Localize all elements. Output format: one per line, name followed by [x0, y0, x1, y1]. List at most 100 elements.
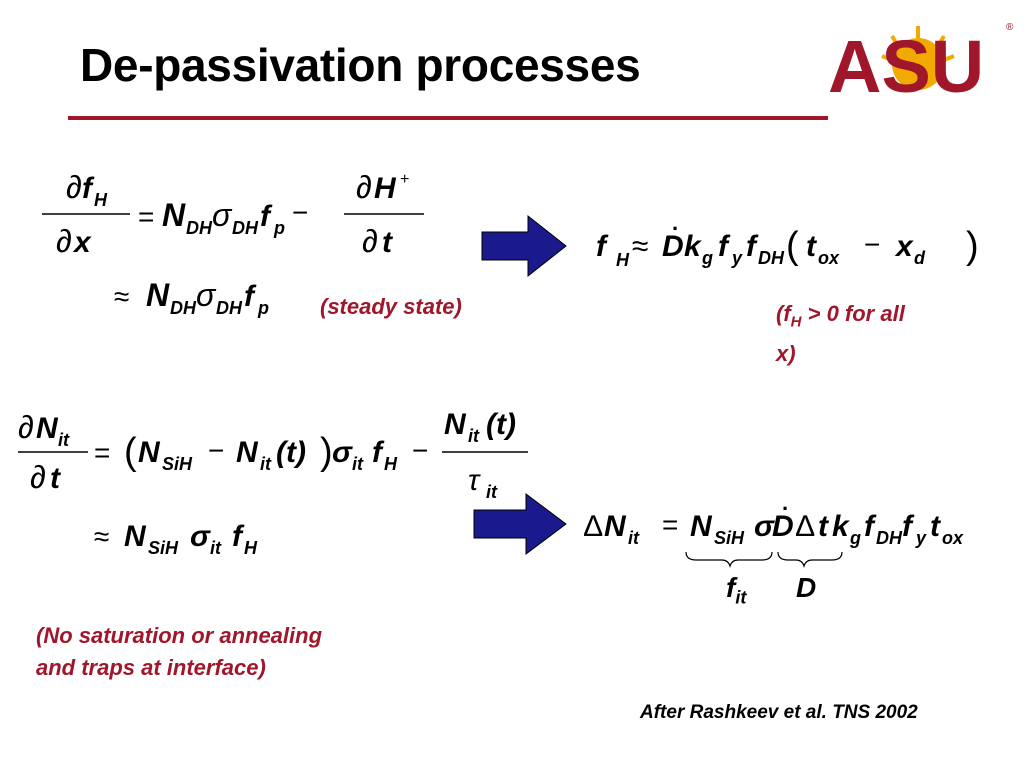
svg-text:≈: ≈: [632, 230, 648, 263]
svg-text:it: it: [210, 538, 222, 558]
svg-text:(t): (t): [486, 408, 516, 441]
brace-label-fit-sub: it: [735, 587, 747, 608]
svg-text:it: it: [486, 482, 498, 502]
svg-text:f: f: [232, 520, 245, 553]
svg-text:=: =: [662, 509, 678, 540]
svg-text:∂: ∂: [362, 223, 378, 259]
svg-text:N: N: [138, 436, 161, 469]
svg-text:=: =: [138, 201, 154, 232]
svg-text:−: −: [864, 229, 880, 260]
svg-text:σ: σ: [212, 197, 233, 233]
svg-text:SiH: SiH: [148, 538, 179, 558]
svg-text:it: it: [58, 430, 70, 450]
svg-text:ox: ox: [818, 248, 840, 268]
no-saturation-line2: and traps at interface): [36, 655, 266, 680]
svg-text:DH: DH: [232, 218, 259, 238]
svg-text:t: t: [818, 510, 830, 543]
svg-text:): ): [320, 431, 333, 473]
svg-text:.: .: [672, 214, 678, 235]
svg-text:DH: DH: [170, 298, 197, 318]
svg-text:t: t: [382, 226, 394, 259]
title-underline: [68, 116, 828, 120]
svg-text:DH: DH: [216, 298, 243, 318]
svg-text:σ: σ: [332, 436, 353, 469]
brace-fit: [685, 551, 773, 568]
svg-text:DH: DH: [186, 218, 213, 238]
svg-text:≈: ≈: [114, 281, 129, 312]
svg-text:.: .: [782, 494, 788, 515]
svg-text:−: −: [208, 435, 224, 466]
equation-nit-result: ∆ N it = N SiH σ D . ∆ t k g f DH f y t …: [584, 494, 964, 568]
svg-text:H: H: [374, 172, 397, 205]
svg-text:g: g: [701, 248, 713, 268]
svg-text:f: f: [372, 436, 385, 469]
slide-title: De-passivation processes: [80, 39, 641, 91]
svg-text:f: f: [718, 230, 731, 263]
svg-text:t: t: [50, 462, 62, 495]
steady-state-note: (steady state): [320, 294, 462, 319]
fh-note-open: (f: [776, 301, 791, 326]
svg-text:σ: σ: [190, 520, 211, 553]
svg-text:): ): [966, 225, 979, 267]
svg-text:SiH: SiH: [162, 454, 193, 474]
svg-text:∆: ∆: [584, 510, 603, 543]
svg-text:(: (: [786, 225, 799, 267]
svg-text:−: −: [412, 435, 428, 466]
no-saturation-line1: (No saturation or annealing: [36, 623, 323, 648]
svg-text:x: x: [894, 230, 914, 263]
svg-text:y: y: [731, 248, 743, 268]
svg-text:∂: ∂: [356, 169, 372, 205]
svg-text:DH: DH: [758, 248, 785, 268]
svg-text:N: N: [146, 277, 170, 313]
asu-logo-icon: ASU ®: [828, 22, 1014, 102]
svg-text:N: N: [444, 408, 467, 441]
svg-text:=: =: [94, 437, 110, 468]
svg-text:≈: ≈: [94, 521, 109, 552]
svg-text:H: H: [616, 250, 630, 270]
svg-text:N: N: [162, 197, 186, 233]
equation-fh-rate: ∂ f H ∂ x = N DH σ DH f p − ∂ H + ∂ t ≈ …: [42, 169, 424, 318]
svg-text:f: f: [244, 280, 257, 313]
svg-text:f: f: [260, 200, 273, 233]
svg-text:f: f: [902, 510, 915, 543]
svg-text:+: +: [400, 171, 409, 188]
svg-text:D: D: [662, 230, 684, 263]
svg-text:−: −: [292, 197, 308, 228]
svg-text:∂: ∂: [56, 223, 72, 259]
svg-text:H: H: [94, 190, 108, 210]
brace-D: [777, 551, 843, 568]
svg-text:f: f: [746, 230, 759, 263]
svg-text:f: f: [864, 510, 877, 543]
svg-text:N: N: [36, 412, 59, 445]
svg-text:N: N: [124, 520, 147, 553]
sun-rays: [881, 26, 955, 90]
equation-fh-result: f H ≈ D . k g f y f DH ( t ox − x d ): [596, 214, 979, 270]
fh-note-subscript: H: [790, 313, 802, 331]
fh-note-rest: > 0 for all: [801, 301, 905, 326]
svg-text:∂: ∂: [30, 459, 46, 495]
citation: After Rashkeev et al. TNS 2002: [640, 702, 918, 723]
svg-text:y: y: [915, 528, 927, 548]
svg-text:D: D: [772, 510, 794, 543]
svg-text:τ: τ: [468, 464, 481, 497]
svg-text:∆: ∆: [796, 510, 815, 543]
no-saturation-note: (No saturation or annealing and traps at…: [36, 620, 396, 684]
right-arrow-icon: [481, 214, 567, 278]
svg-text:σ: σ: [754, 510, 775, 543]
svg-text:t: t: [806, 230, 818, 263]
equation-nit-rate: ∂ N it ∂ t = ( N SiH − N it (t) ) σ it f…: [18, 408, 528, 558]
svg-text:N: N: [690, 510, 713, 543]
svg-text:∂: ∂: [18, 409, 34, 445]
svg-text:H: H: [384, 454, 398, 474]
fh-positive-note: (fH > 0 for all x): [776, 298, 976, 370]
svg-text:(: (: [124, 431, 137, 473]
svg-text:it: it: [260, 454, 272, 474]
svg-text:it: it: [628, 528, 640, 548]
brace-label-D: D: [796, 572, 817, 603]
fh-note-line2: x): [776, 341, 796, 367]
svg-text:k: k: [832, 510, 850, 543]
svg-text:t: t: [930, 510, 942, 543]
right-arrow-icon: [473, 493, 567, 555]
logo-text: ASU: [828, 25, 984, 102]
svg-text:H: H: [244, 538, 258, 558]
